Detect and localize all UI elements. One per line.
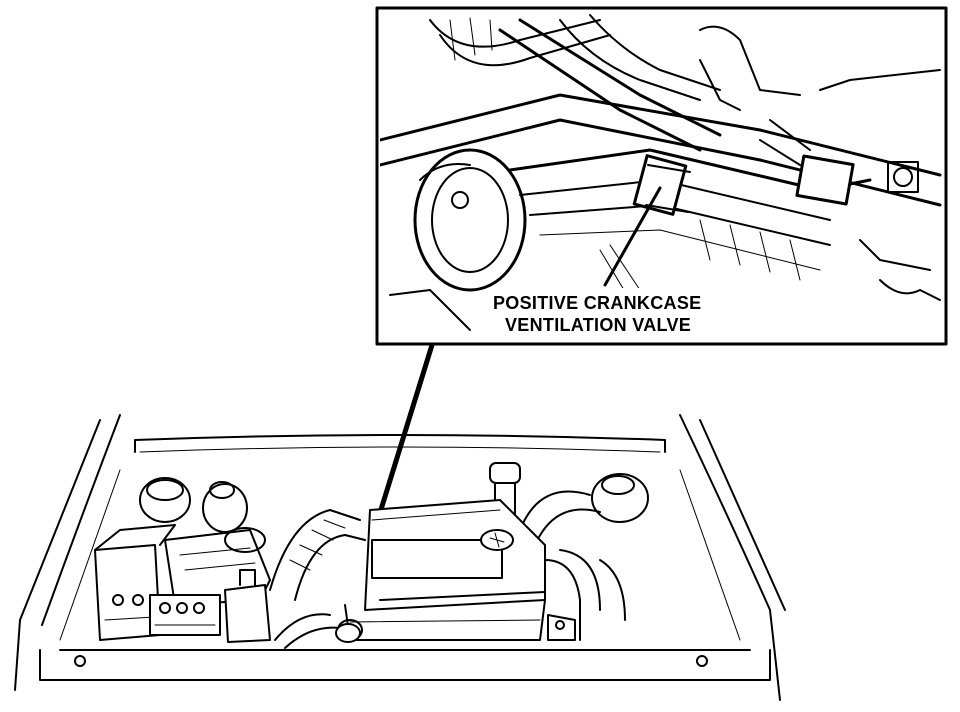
callout-label-line1: POSITIVE CRANKCASE bbox=[493, 293, 701, 313]
inset-leader-line bbox=[603, 186, 662, 287]
inset-engine-closeup bbox=[380, 14, 942, 331]
dipstick-cap bbox=[335, 623, 361, 643]
coolant-hose bbox=[544, 559, 581, 641]
right-strut-tower bbox=[591, 473, 649, 523]
valve-cover bbox=[364, 499, 546, 611]
radiator-support bbox=[39, 649, 771, 681]
coolant-reservoir bbox=[224, 584, 271, 643]
right-fender-outline bbox=[679, 414, 781, 701]
detail-inset: POSITIVE CRANKCASE VENTILATION VALVE bbox=[375, 6, 948, 346]
cowl-panel bbox=[134, 434, 666, 441]
right-air-duct bbox=[519, 490, 591, 531]
left-fender-outline bbox=[14, 419, 101, 691]
engine-block bbox=[344, 599, 546, 641]
engine-bay bbox=[14, 414, 786, 701]
fuse-box bbox=[149, 594, 221, 636]
intake-hose bbox=[269, 509, 361, 591]
oil-filler-cap bbox=[489, 462, 521, 484]
callout-label-line2: VENTILATION VALVE bbox=[505, 315, 691, 335]
